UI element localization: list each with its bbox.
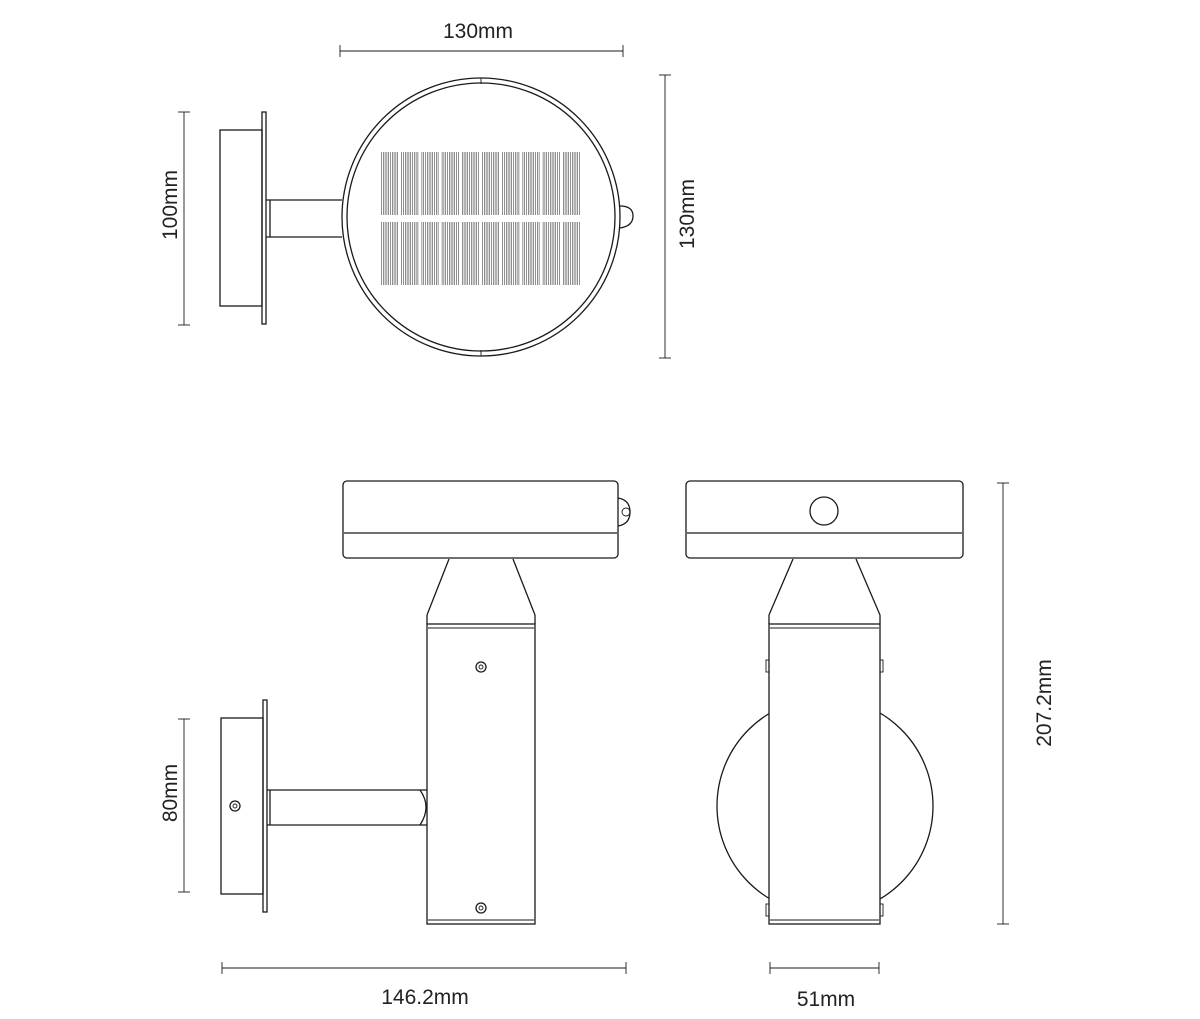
side-body-screw-bottom bbox=[475, 902, 487, 914]
front-neck bbox=[768, 558, 881, 616]
side-wall-plate bbox=[262, 699, 268, 913]
dim-top-height-right-label: 130mm bbox=[676, 179, 699, 249]
solar-ring-outer bbox=[341, 77, 621, 357]
dim-top-height-left: 100mm bbox=[159, 111, 190, 326]
dim-front-height-label: 207.2mm bbox=[1033, 659, 1056, 747]
dim-total-width-label: 146.2mm bbox=[381, 986, 469, 1009]
solar-cells-upper bbox=[381, 152, 580, 215]
front-sensor bbox=[809, 496, 839, 526]
side-head-sensor bbox=[617, 497, 631, 527]
side-wall-screw bbox=[229, 800, 241, 812]
dim-side-height: 80mm bbox=[159, 718, 190, 893]
dim-top-width: 130mm bbox=[339, 20, 624, 57]
front-head bbox=[685, 480, 964, 559]
side-neck bbox=[426, 558, 536, 616]
top-sensor-bump bbox=[619, 205, 634, 229]
dim-front-width-label: 51mm bbox=[797, 988, 855, 1011]
side-view bbox=[220, 480, 631, 925]
dim-top-height-right: 130mm bbox=[659, 74, 699, 359]
top-view bbox=[219, 77, 634, 357]
solar-cells-lower bbox=[381, 222, 580, 285]
side-head bbox=[342, 480, 619, 559]
front-view bbox=[685, 480, 964, 925]
dim-top-height-left-label: 100mm bbox=[159, 170, 182, 240]
front-body bbox=[768, 623, 881, 925]
side-body-screw-top bbox=[475, 661, 487, 673]
dim-total-width: 146.2mm bbox=[221, 962, 627, 1009]
dim-front-width: 51mm bbox=[769, 962, 880, 1011]
dim-side-height-label: 80mm bbox=[159, 764, 182, 822]
top-wall-plate bbox=[261, 111, 267, 325]
side-body bbox=[426, 623, 536, 925]
dim-front-height: 207.2mm bbox=[997, 482, 1056, 925]
top-wall-box bbox=[219, 129, 263, 307]
side-wall-box bbox=[220, 717, 264, 895]
dim-top-width-label: 130mm bbox=[443, 20, 513, 43]
